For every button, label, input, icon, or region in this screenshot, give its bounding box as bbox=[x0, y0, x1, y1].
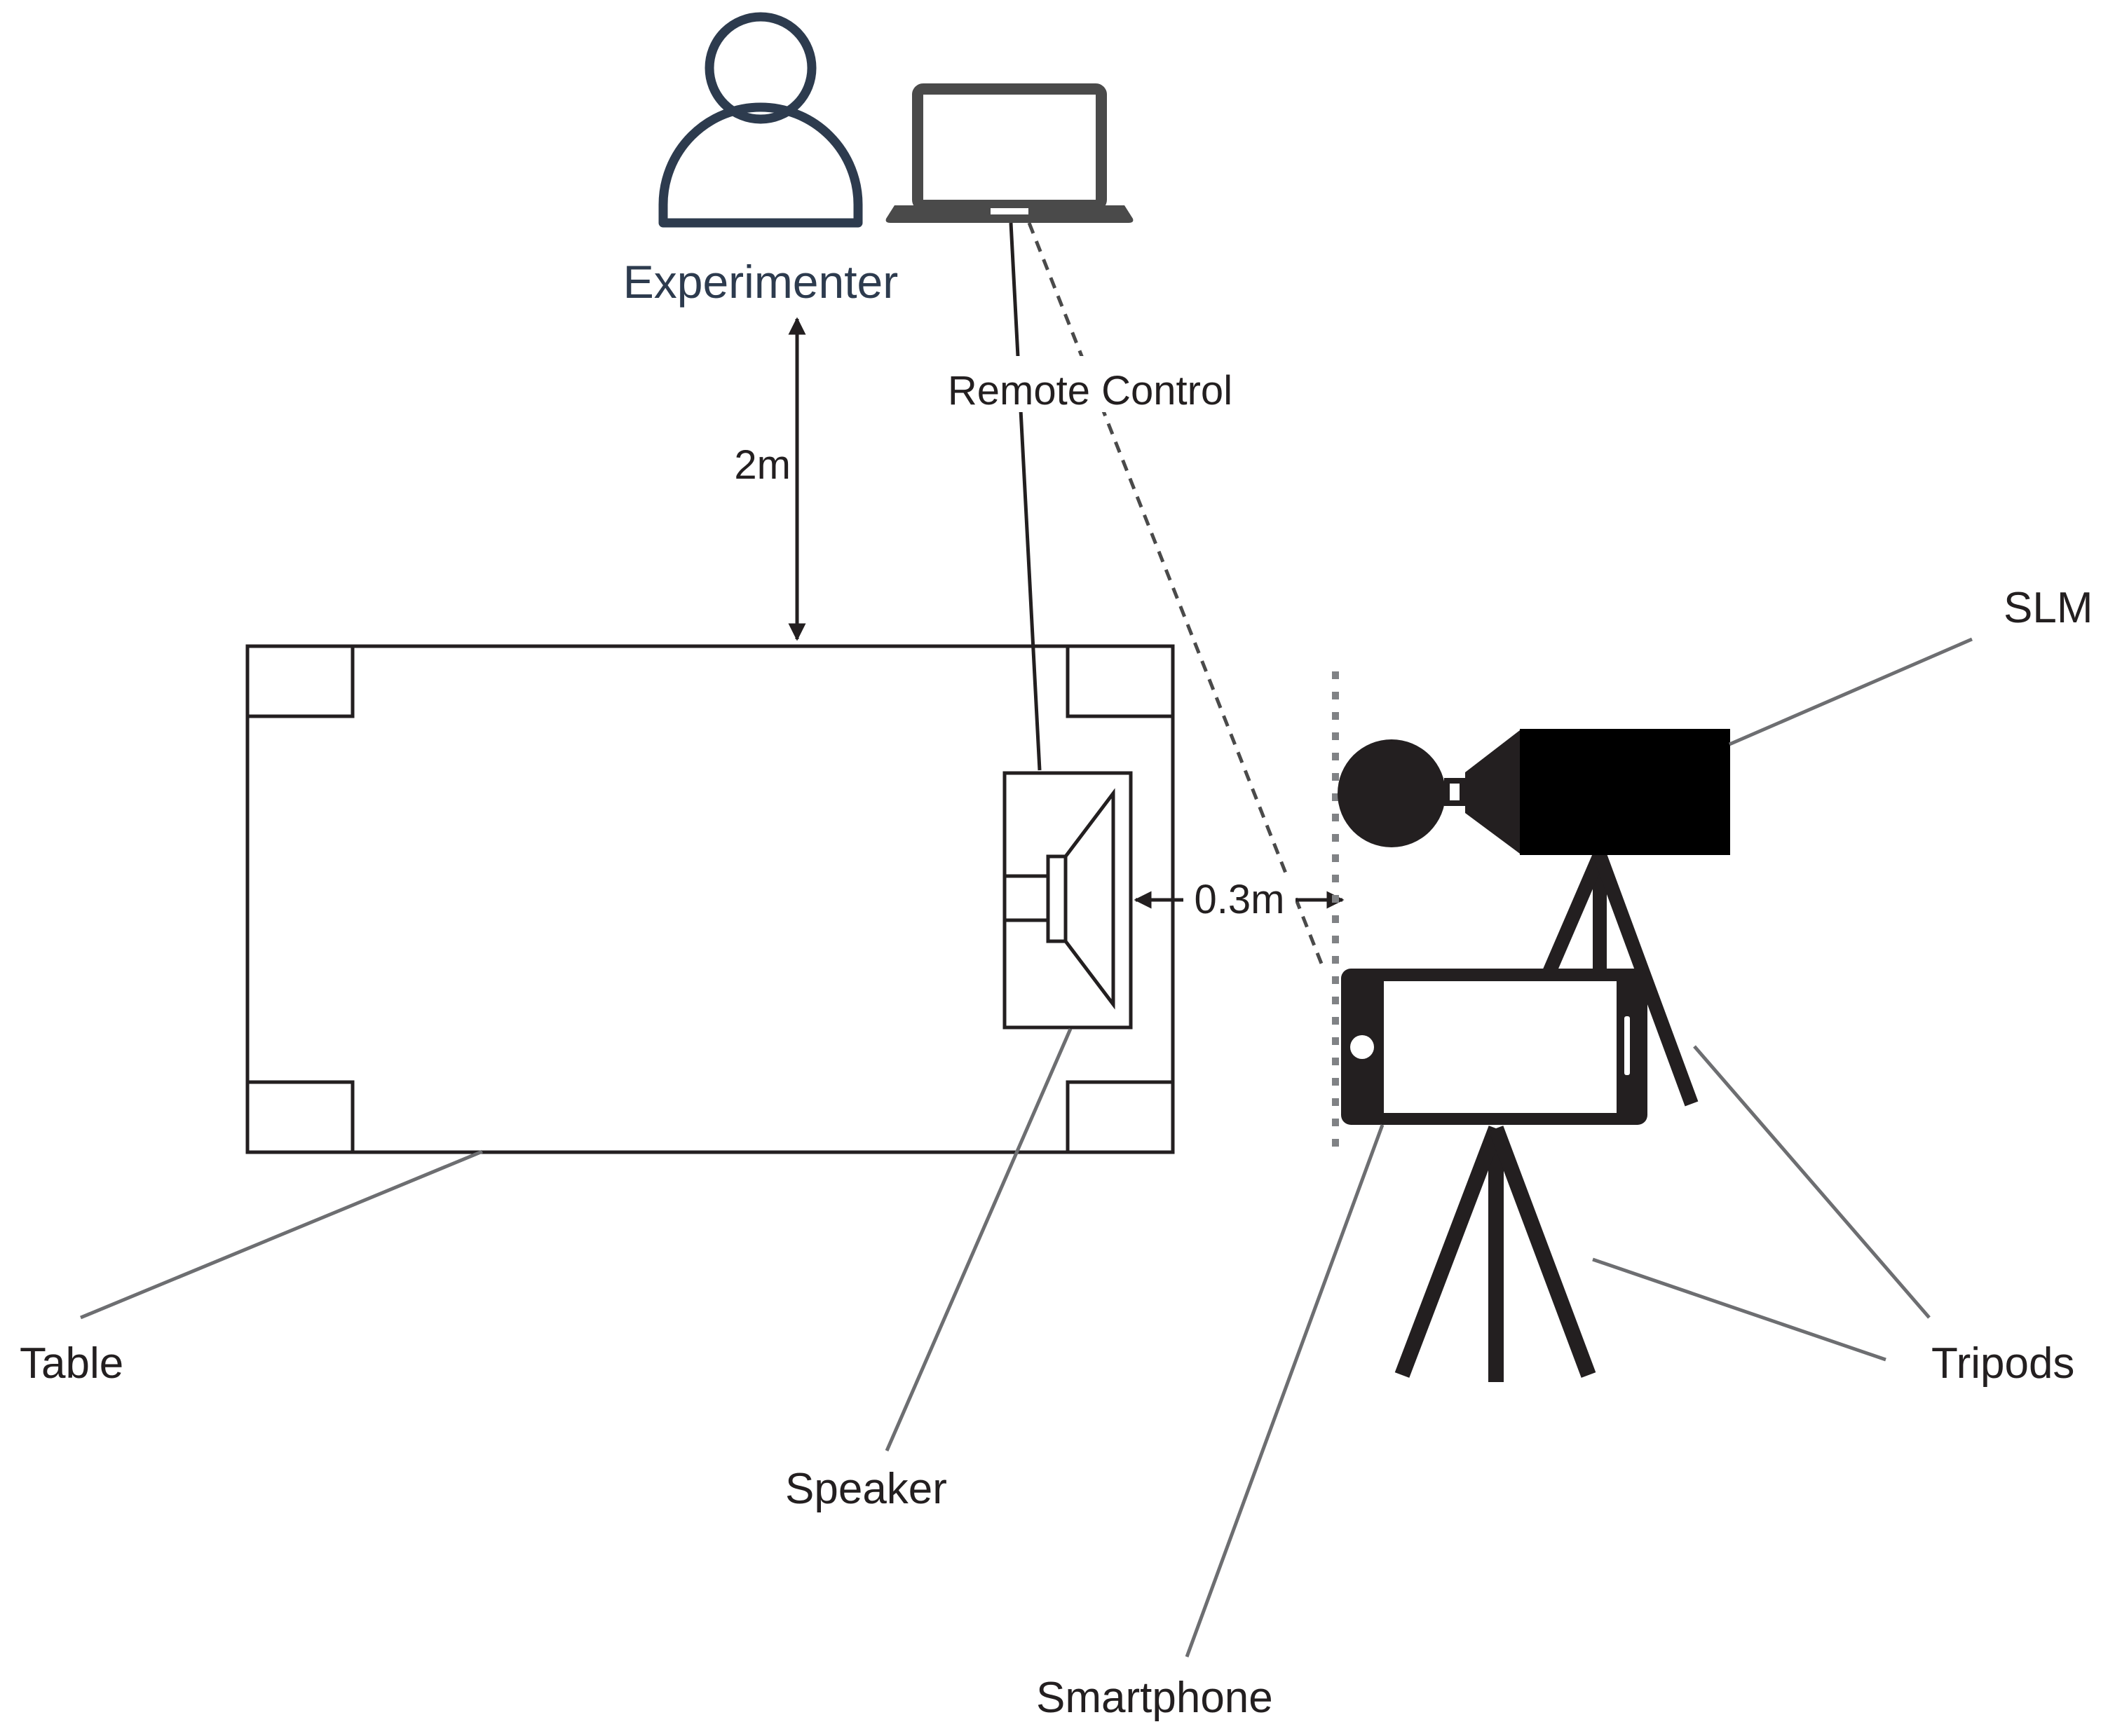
smartphone-label: Smartphone bbox=[1036, 1674, 1273, 1722]
leader-line-tripod-front bbox=[1592, 1257, 1886, 1362]
speaker-icon bbox=[1002, 771, 1133, 1030]
leader-line-tripod-rear bbox=[1693, 1045, 1931, 1319]
tripods-label: Tripods bbox=[1931, 1339, 2074, 1388]
person-icon bbox=[658, 12, 863, 228]
remote-control-label-bg bbox=[915, 356, 1265, 412]
remote-control-wireless-link bbox=[1027, 222, 1325, 968]
remote-control-cable bbox=[1009, 222, 1042, 771]
laptop-icon bbox=[885, 83, 1134, 223]
distance-label-2m: 2m bbox=[734, 442, 791, 488]
slm-icon bbox=[1338, 729, 1730, 855]
tripod-icon bbox=[1394, 1126, 1596, 1382]
table-leg bbox=[245, 1080, 355, 1154]
table-leg bbox=[1066, 1080, 1175, 1154]
leader-line-slm bbox=[1729, 637, 1973, 746]
remote-control-label: Remote Control bbox=[948, 368, 1232, 414]
distance-label-0-3m: 0.3m bbox=[1195, 877, 1285, 922]
leader-line-speaker bbox=[885, 1028, 1073, 1451]
leader-line-table bbox=[80, 1149, 483, 1320]
slm-label: SLM bbox=[2004, 584, 2093, 632]
experimenter-label: Experimenter bbox=[623, 256, 899, 308]
leader-line-smartphone bbox=[1185, 1124, 1385, 1658]
smartphone-icon bbox=[1341, 969, 1647, 1125]
table-label: Table bbox=[20, 1339, 123, 1388]
table-leg bbox=[245, 644, 355, 718]
table-leg bbox=[1066, 644, 1175, 718]
distance-label-0-3m-bg bbox=[1183, 873, 1295, 922]
speaker-label: Speaker bbox=[785, 1465, 947, 1513]
